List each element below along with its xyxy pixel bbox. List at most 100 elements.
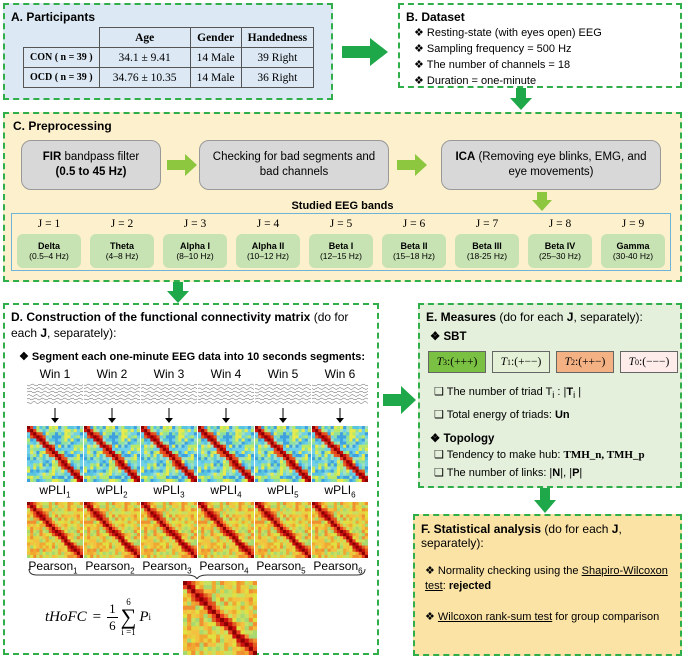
panel-d-title: D. Construction of the functional connec…	[11, 310, 349, 340]
list-item: ❖ The number of channels = 18	[414, 59, 571, 71]
bad-segments-box: Checking for bad segments and bad channe…	[199, 140, 389, 190]
panel-participants: A. Participants Age Gender Handedness CO…	[3, 3, 333, 100]
bands-title: Studied EEG bands	[291, 200, 394, 212]
bands-frame	[11, 213, 671, 271]
panel-e-title: E. Measures (do for each J, separately):	[426, 310, 643, 324]
pearson-label: Pearson2	[85, 559, 135, 576]
table-row: CON ( n = 39 ) 34.1 ± 9.41 14 Male 39 Ri…	[23, 47, 315, 68]
pearson-label: Pearson1	[28, 559, 78, 576]
arrow-down-icon	[532, 192, 552, 211]
eeg-signal-icon	[198, 383, 254, 404]
arrow-down-icon	[51, 408, 59, 423]
pearson-label: Pearson3	[142, 559, 192, 576]
window-label: Win 3	[153, 367, 185, 381]
header-handedness: Handedness	[240, 27, 315, 48]
arrow-down-icon	[279, 408, 287, 423]
sbt-heading: ❖ SBT	[430, 331, 467, 343]
list-item: ❖ Duration = one-minute	[414, 75, 537, 87]
arrow-right-icon	[383, 386, 416, 414]
window-label: Win 6	[324, 367, 356, 381]
arrow-right-icon	[397, 154, 427, 176]
pearson-label: Pearson6	[313, 559, 363, 576]
pearson-matrix-heatmap	[255, 502, 311, 558]
pearson-matrix-heatmap	[27, 502, 83, 558]
ica-box: ICA (Removing eye blinks, EMG, and eye m…	[441, 140, 661, 190]
eeg-signal-icon	[312, 383, 368, 404]
window-label: Win 4	[210, 367, 242, 381]
wpli-matrix-heatmap	[84, 426, 140, 482]
wpli-matrix-heatmap	[312, 426, 368, 482]
wpli-label: wPLI6	[324, 483, 356, 500]
eeg-signal-icon	[255, 383, 311, 404]
panel-connectivity: D. Construction of the functional connec…	[3, 303, 379, 655]
eeg-signal-icon	[27, 383, 83, 404]
pearson-matrix-heatmap	[141, 502, 197, 558]
dataset-list: ❖ Resting-state (with eyes open) EEG ❖ S…	[414, 25, 602, 89]
wpli-matrix-heatmap	[255, 426, 311, 482]
wpli-label: wPLI2	[96, 483, 128, 500]
table-row: OCD ( n = 39 ) 34.76 ± 10.35 14 Male 36 …	[23, 67, 315, 88]
arrow-right-icon	[342, 38, 388, 66]
panel-statistics: F. Statistical analysis (do for each J, …	[413, 514, 682, 656]
participants-table: Age Gender Handedness CON ( n = 39 ) 34.…	[23, 27, 315, 88]
pearson-matrix-heatmap	[312, 502, 368, 558]
average-matrix-heatmap	[183, 581, 257, 655]
panel-measures: E. Measures (do for each J, separately):…	[418, 303, 682, 488]
wpli-label: wPLI3	[153, 483, 185, 500]
list-item: ❑ The number of triad Ti : |Ti |	[434, 386, 582, 401]
window-label: Win 5	[267, 367, 299, 381]
window-label: Win 1	[39, 367, 71, 381]
wpli-label: wPLI1	[39, 483, 71, 500]
arrow-down-icon	[222, 408, 230, 423]
pearson-label: Pearson5	[256, 559, 306, 576]
topology-heading: ❖ Topology	[430, 433, 495, 445]
list-item: ❖ Sampling frequency = 500 Hz	[414, 43, 572, 55]
window-label: Win 2	[96, 367, 128, 381]
wpli-matrix-heatmap	[141, 426, 197, 482]
arrow-down-icon	[336, 408, 344, 423]
eeg-signal-icon	[141, 383, 197, 404]
topology-list: ❑ Tendency to make hub: TMH_n, TMH_p ❑ T…	[434, 448, 645, 481]
wpli-matrix-heatmap	[27, 426, 83, 482]
panel-a-title: A. Participants	[11, 10, 96, 24]
segment-note: ❖ Segment each one-minute EEG data into …	[19, 351, 366, 363]
list-item: ❖ Resting-state (with eyes open) EEG	[414, 27, 602, 39]
list-item: ❑ Total energy of triads: Un	[434, 409, 570, 422]
eeg-signal-icon	[84, 383, 140, 404]
arrow-down-icon	[167, 282, 189, 303]
list-item: ❑ Tendency to make hub: TMH_n, TMH_p	[434, 449, 645, 461]
panel-dataset: B. Dataset ❖ Resting-state (with eyes op…	[398, 3, 682, 88]
normality-item: ❖ Normality checking using the Shapiro-W…	[425, 565, 668, 592]
arrow-down-icon	[108, 408, 116, 423]
list-item: ❑ The number of links: |N|, |P|	[434, 467, 583, 479]
rank-sum-item: ❖ Wilcoxon rank-sum test for group compa…	[425, 611, 660, 623]
fir-filter-box: FIR bandpass filter(0.5 to 45 Hz)	[21, 140, 161, 190]
sbt-list: ❑ The number of triad Ti : |Ti | ❑ Total…	[434, 385, 581, 423]
pearson-matrix-heatmap	[84, 502, 140, 558]
arrow-down-icon	[510, 88, 532, 110]
wpli-label: wPLI5	[267, 483, 299, 500]
panel-preprocessing: C. Preprocessing FIR bandpass filter(0.5…	[3, 112, 682, 282]
header-age: Age	[98, 27, 191, 48]
panel-c-title: C. Preprocessing	[13, 119, 112, 133]
wpli-label: wPLI4	[210, 483, 242, 500]
pearson-label: Pearson4	[199, 559, 249, 576]
arrow-down-icon	[534, 488, 556, 513]
wpli-matrix-heatmap	[198, 426, 254, 482]
arrow-down-icon	[165, 408, 173, 423]
pearson-matrix-heatmap	[198, 502, 254, 558]
panel-f-title: F. Statistical analysis (do for each J, …	[421, 522, 622, 550]
header-gender: Gender	[189, 27, 242, 48]
